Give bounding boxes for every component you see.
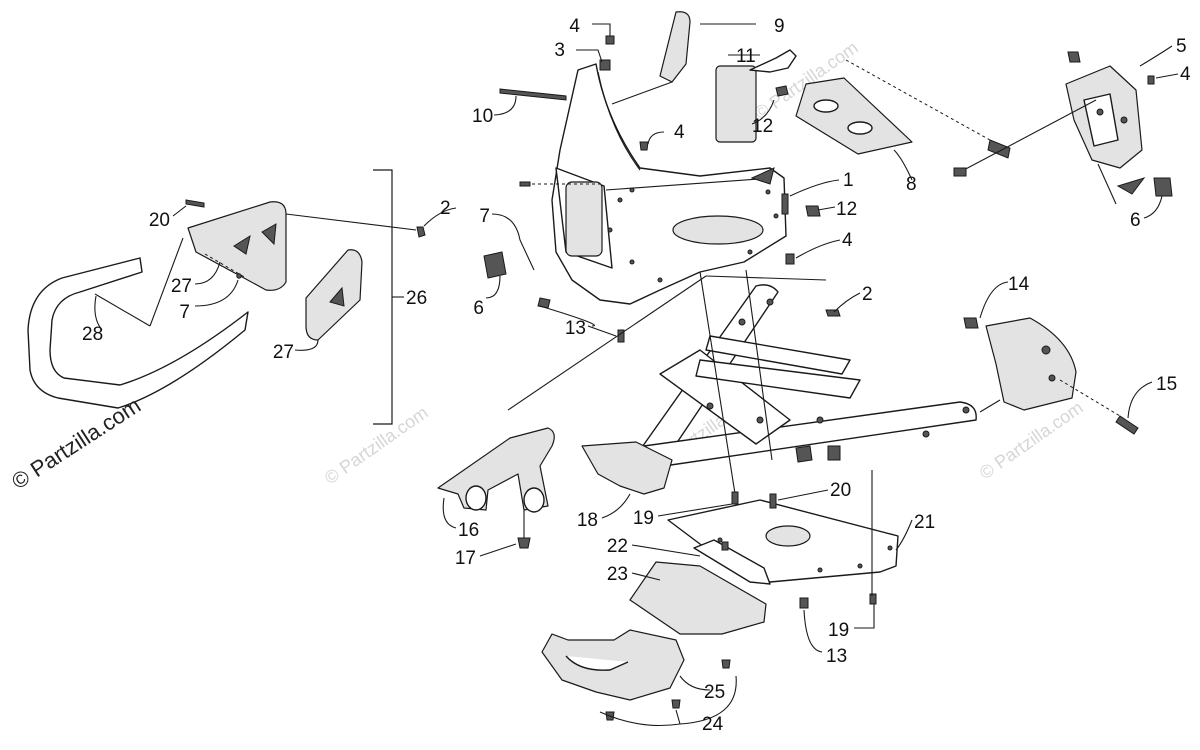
- callout-23: 23: [607, 564, 628, 585]
- nut-right-top[interactable]: [1067, 51, 1081, 63]
- frame-crossbar[interactable]: [643, 401, 977, 467]
- watermark-right: © Partzilla.com: [976, 397, 1087, 483]
- callout-16: 16: [458, 520, 479, 541]
- leader-lines: [94, 23, 1179, 726]
- grease-17[interactable]: [517, 537, 531, 549]
- guard-23[interactable]: [629, 561, 767, 635]
- bolt-right[interactable]: [953, 167, 967, 177]
- callout-4-top: 4: [569, 16, 580, 37]
- nut-12-right[interactable]: [805, 205, 821, 217]
- callout-7-left-top: 7: [479, 206, 490, 227]
- nut-14[interactable]: [963, 317, 979, 329]
- rivet-7-mid[interactable]: [519, 181, 531, 187]
- plate-8[interactable]: [795, 77, 913, 155]
- screw-24-b[interactable]: [671, 699, 681, 709]
- callout-8: 8: [906, 174, 917, 195]
- screw-13-right[interactable]: [799, 597, 809, 609]
- callout-13-left: 13: [565, 318, 586, 339]
- spindle-16[interactable]: [437, 427, 555, 511]
- callout-3: 3: [554, 40, 565, 61]
- bolt-20-left[interactable]: [185, 199, 205, 208]
- callout-28: 28: [82, 324, 103, 345]
- clip-3[interactable]: [599, 59, 611, 71]
- bulkhead-oval-port: [672, 215, 764, 245]
- right-mount-5: [953, 51, 1173, 205]
- front-bulkhead: [483, 11, 821, 343]
- bolt-10[interactable]: [499, 88, 567, 101]
- module-11[interactable]: [715, 65, 757, 143]
- callout-7-left-bottom: 7: [179, 302, 190, 323]
- screw-4-mid[interactable]: [639, 141, 649, 151]
- callout-18: 18: [577, 510, 598, 531]
- right-bracket-14: [963, 317, 1139, 435]
- spindle-16-group: [437, 427, 555, 549]
- screw-4-right[interactable]: [785, 253, 795, 265]
- bracket-9[interactable]: [659, 11, 691, 83]
- callout-4-mid: 4: [674, 122, 685, 143]
- bumper-assembly: [27, 169, 426, 425]
- callout-14: 14: [1008, 274, 1030, 295]
- screw-20-right[interactable]: [769, 493, 777, 509]
- screw-13-left[interactable]: [537, 297, 551, 309]
- copyright-mark: © Partzilla.com: [7, 392, 145, 494]
- screw-4-far-right[interactable]: [1147, 75, 1155, 85]
- bulkhead-opening: [565, 181, 603, 257]
- callout-6-left: 6: [473, 298, 484, 319]
- callout-25: 25: [704, 682, 725, 703]
- assembly-brace-26: [373, 169, 393, 425]
- callout-27-lower: 27: [273, 342, 294, 363]
- callout-22: 22: [607, 536, 628, 557]
- nut-12-upper[interactable]: [775, 85, 789, 97]
- callout-20-right: 20: [830, 480, 851, 501]
- callout-1: 1: [843, 170, 854, 191]
- bracket-22[interactable]: [693, 539, 771, 585]
- callout-6-right: 6: [1130, 210, 1141, 231]
- rubber-6-left[interactable]: [483, 251, 507, 279]
- callout-2-top: 2: [440, 198, 451, 219]
- callout-4-right: 4: [842, 230, 853, 251]
- callout-19-right: 19: [828, 620, 849, 641]
- callout-11: 11: [736, 46, 756, 67]
- rivet-7-left[interactable]: [236, 273, 242, 279]
- callout-4-far-right: 4: [1180, 64, 1191, 85]
- callout-21: 21: [914, 512, 935, 533]
- plate-8-group: [795, 59, 1011, 159]
- main-frame: [507, 269, 1001, 501]
- callout-numbers: 4 3 9 11 10 12 4 8 1 12 4 5 4 6 14 15 2 …: [82, 16, 1191, 735]
- bolt-1[interactable]: [781, 193, 789, 215]
- callout-12-top: 12: [752, 116, 773, 137]
- fastener-2-right[interactable]: [825, 309, 841, 317]
- callout-12-right: 12: [836, 199, 857, 220]
- bracket-14[interactable]: [985, 317, 1077, 411]
- bolt-15[interactable]: [1115, 415, 1139, 435]
- callout-20-left: 20: [149, 210, 170, 231]
- callout-15: 15: [1156, 374, 1177, 395]
- callout-17: 17: [455, 548, 476, 569]
- bumper-bracket-lower[interactable]: [305, 249, 363, 341]
- callout-13-right: 13: [826, 646, 847, 667]
- fastener-2-left[interactable]: [416, 226, 426, 238]
- screw-4-top[interactable]: [605, 35, 615, 45]
- callout-5: 5: [1176, 36, 1187, 57]
- callout-24: 24: [702, 714, 724, 735]
- callout-26: 26: [406, 288, 427, 309]
- screw-24-c[interactable]: [721, 659, 731, 669]
- bumper-tube[interactable]: [27, 257, 249, 409]
- guard-group: [629, 539, 771, 635]
- spindle-18[interactable]: [581, 441, 673, 495]
- callout-19-left: 19: [633, 508, 654, 529]
- rivet-19-right[interactable]: [869, 593, 877, 605]
- rubber-6-right[interactable]: [1153, 177, 1173, 197]
- callout-27-upper: 27: [171, 276, 192, 297]
- rivet-19-left[interactable]: [731, 491, 739, 505]
- watermark-center: © Partzilla.com: [321, 402, 432, 488]
- callout-2-right: 2: [862, 284, 873, 305]
- callout-10: 10: [472, 106, 493, 127]
- lower-shield-group: [541, 629, 731, 721]
- callout-9: 9: [774, 16, 785, 37]
